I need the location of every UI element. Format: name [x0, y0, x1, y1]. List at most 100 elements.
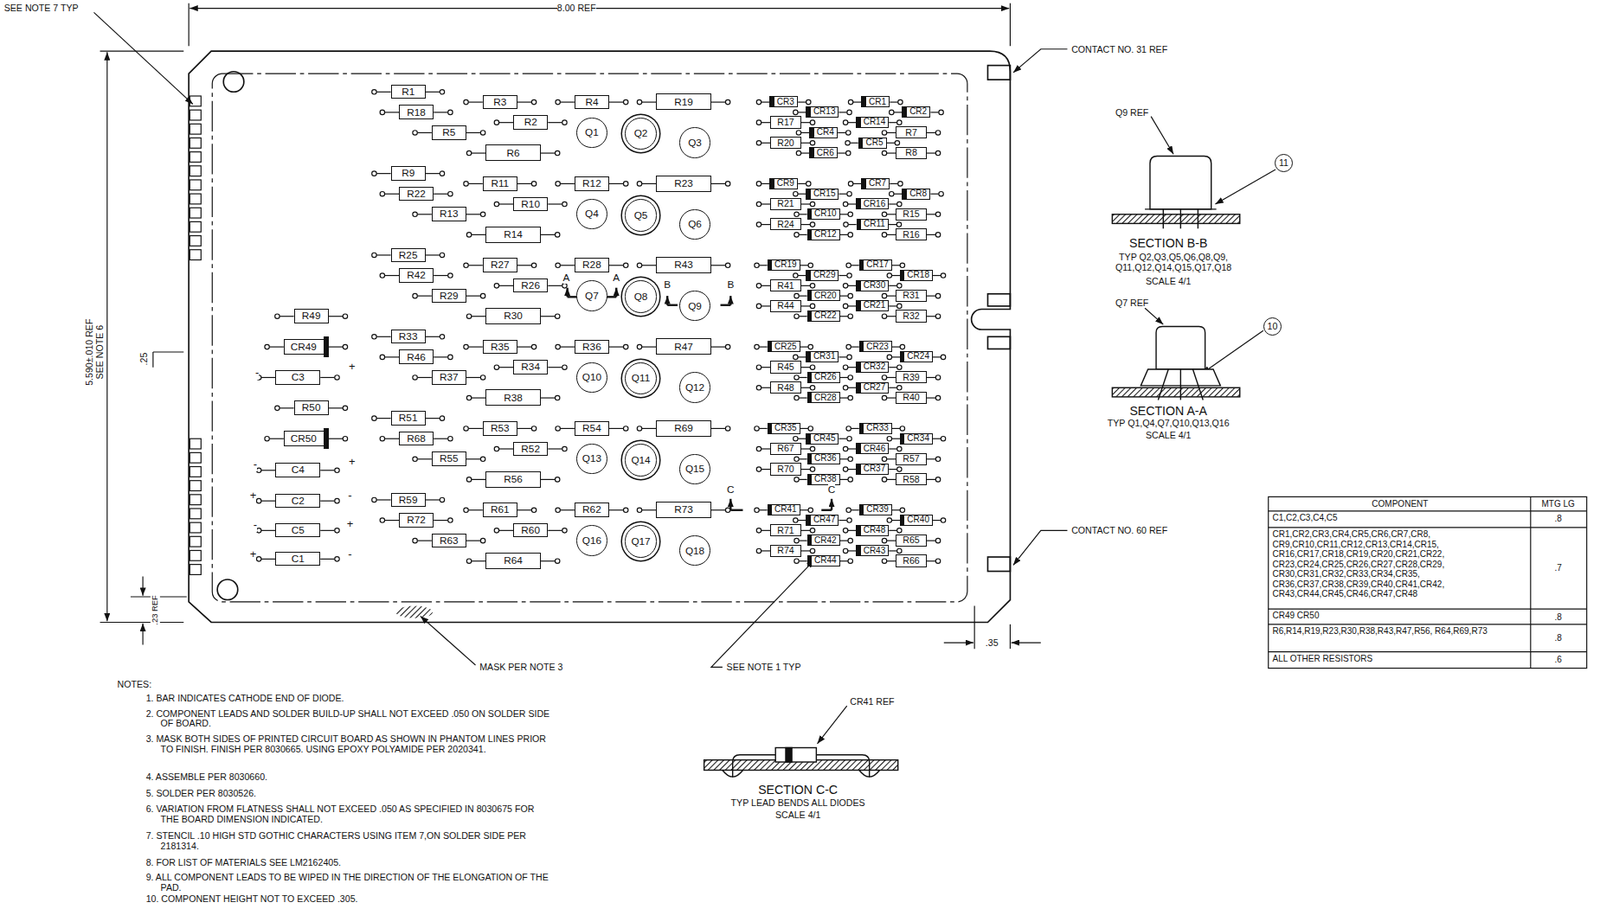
component-label: Q10	[582, 372, 602, 383]
component-label: R61	[490, 504, 510, 515]
component-lead	[425, 417, 441, 419]
solder-pad	[636, 507, 642, 513]
drawing-note: 8. FOR LIST OF MATERIALS SEE LM2162405.	[146, 858, 555, 869]
cathode-bar	[806, 189, 811, 200]
resistor-symbol: R20	[770, 136, 801, 149]
solder-pad	[756, 120, 761, 125]
solder-pad	[623, 181, 628, 187]
component-label: CR6	[816, 148, 835, 159]
solder-pad	[935, 232, 940, 238]
solder-pad	[623, 507, 628, 513]
component-label: CR43	[863, 546, 887, 557]
table-cell: C1,C2,C3,C4,C5	[1272, 513, 1528, 524]
section-mark: C	[726, 483, 735, 496]
component-lead	[838, 438, 847, 440]
solder-pad	[842, 120, 848, 125]
component-lead	[471, 234, 487, 236]
solder-pad	[275, 405, 280, 411]
component-label: CR23	[866, 342, 889, 353]
resistor-symbol: R16	[895, 228, 926, 241]
component-lead	[838, 111, 847, 113]
solder-pad	[793, 109, 798, 115]
solder-pad	[881, 538, 887, 543]
component-lead	[800, 264, 809, 266]
component-lead	[801, 122, 811, 123]
solder-pad	[794, 456, 799, 462]
cathode-bar	[323, 336, 329, 358]
solder-pad	[439, 171, 444, 176]
diode-symbol: CR30	[855, 280, 889, 292]
resistor-symbol: R28	[574, 257, 610, 273]
component-label: R19	[674, 96, 694, 108]
component-lead	[888, 530, 897, 532]
component-label: R56	[503, 474, 523, 485]
component-lead	[559, 264, 575, 266]
table-cell: .6	[1554, 655, 1562, 666]
solder-pad	[842, 283, 848, 289]
resistor-symbol: R55	[431, 451, 467, 467]
component-lead	[848, 122, 856, 123]
resistor-symbol: R58	[895, 473, 926, 486]
table-cell: .7	[1554, 563, 1562, 574]
table-header: MTG LG	[1541, 499, 1575, 510]
solder-pad	[466, 559, 471, 564]
component-lead	[800, 346, 809, 348]
resistor-symbol: R44	[770, 300, 801, 313]
solder-pad	[894, 141, 900, 146]
component-lead	[853, 101, 862, 103]
resistor-symbol: R68	[398, 431, 434, 447]
solder-pad	[793, 354, 798, 360]
component-lead	[471, 152, 487, 154]
component-lead	[837, 132, 846, 134]
component-label: Q18	[685, 546, 705, 557]
component-lead	[801, 285, 811, 287]
solder-pad	[463, 507, 469, 513]
component-lead	[926, 560, 937, 562]
component-lead	[761, 285, 772, 287]
diode-symbol: CR16	[855, 198, 889, 210]
solder-pad	[636, 263, 642, 268]
solder-pad	[554, 395, 560, 400]
resistor-symbol: R27	[482, 257, 518, 273]
solder-pad	[809, 201, 815, 206]
contact-tab	[189, 96, 201, 107]
transistor-symbol: Q1	[576, 117, 607, 148]
component-lead	[798, 377, 807, 379]
solder-pad	[439, 252, 444, 258]
solder-pad	[264, 436, 270, 442]
diode-symbol: CR47	[805, 514, 839, 527]
solder-pad	[843, 222, 849, 227]
solder-pad	[848, 456, 853, 462]
contact-tab	[189, 123, 201, 135]
solder-pad	[562, 201, 567, 206]
component-lead	[279, 315, 295, 317]
component-label: R52	[520, 443, 540, 455]
component-lead	[838, 275, 847, 277]
component-lead	[499, 530, 515, 532]
cathode-bar	[806, 107, 811, 117]
polarity-sign: -	[253, 458, 258, 472]
leader-lines	[93, 12, 1276, 744]
component-lead	[838, 520, 847, 521]
dimension: .35	[985, 637, 999, 649]
contact-tab	[189, 452, 201, 463]
table-cell: .8	[1554, 633, 1562, 644]
component-label: R24	[777, 219, 794, 230]
solder-pad	[940, 354, 945, 360]
solder-pad	[372, 497, 377, 502]
component-label: 10	[1267, 321, 1279, 332]
component-lead	[499, 448, 515, 450]
component-lead	[540, 152, 556, 154]
component-lead	[888, 285, 897, 287]
table-cell: R6,R14,R19,R23,R30,R38,R43,R47,R56, R64,…	[1272, 626, 1528, 637]
component-lead	[926, 132, 937, 134]
solder-pad	[935, 314, 940, 319]
solder-pad	[480, 130, 485, 135]
resistor-symbol: R34	[513, 359, 548, 375]
solder-pad	[372, 89, 377, 95]
component-label: R59	[398, 494, 418, 506]
component-lead	[850, 428, 859, 430]
component-lead	[417, 213, 432, 215]
component-lead	[559, 509, 575, 511]
component-lead	[320, 501, 335, 502]
